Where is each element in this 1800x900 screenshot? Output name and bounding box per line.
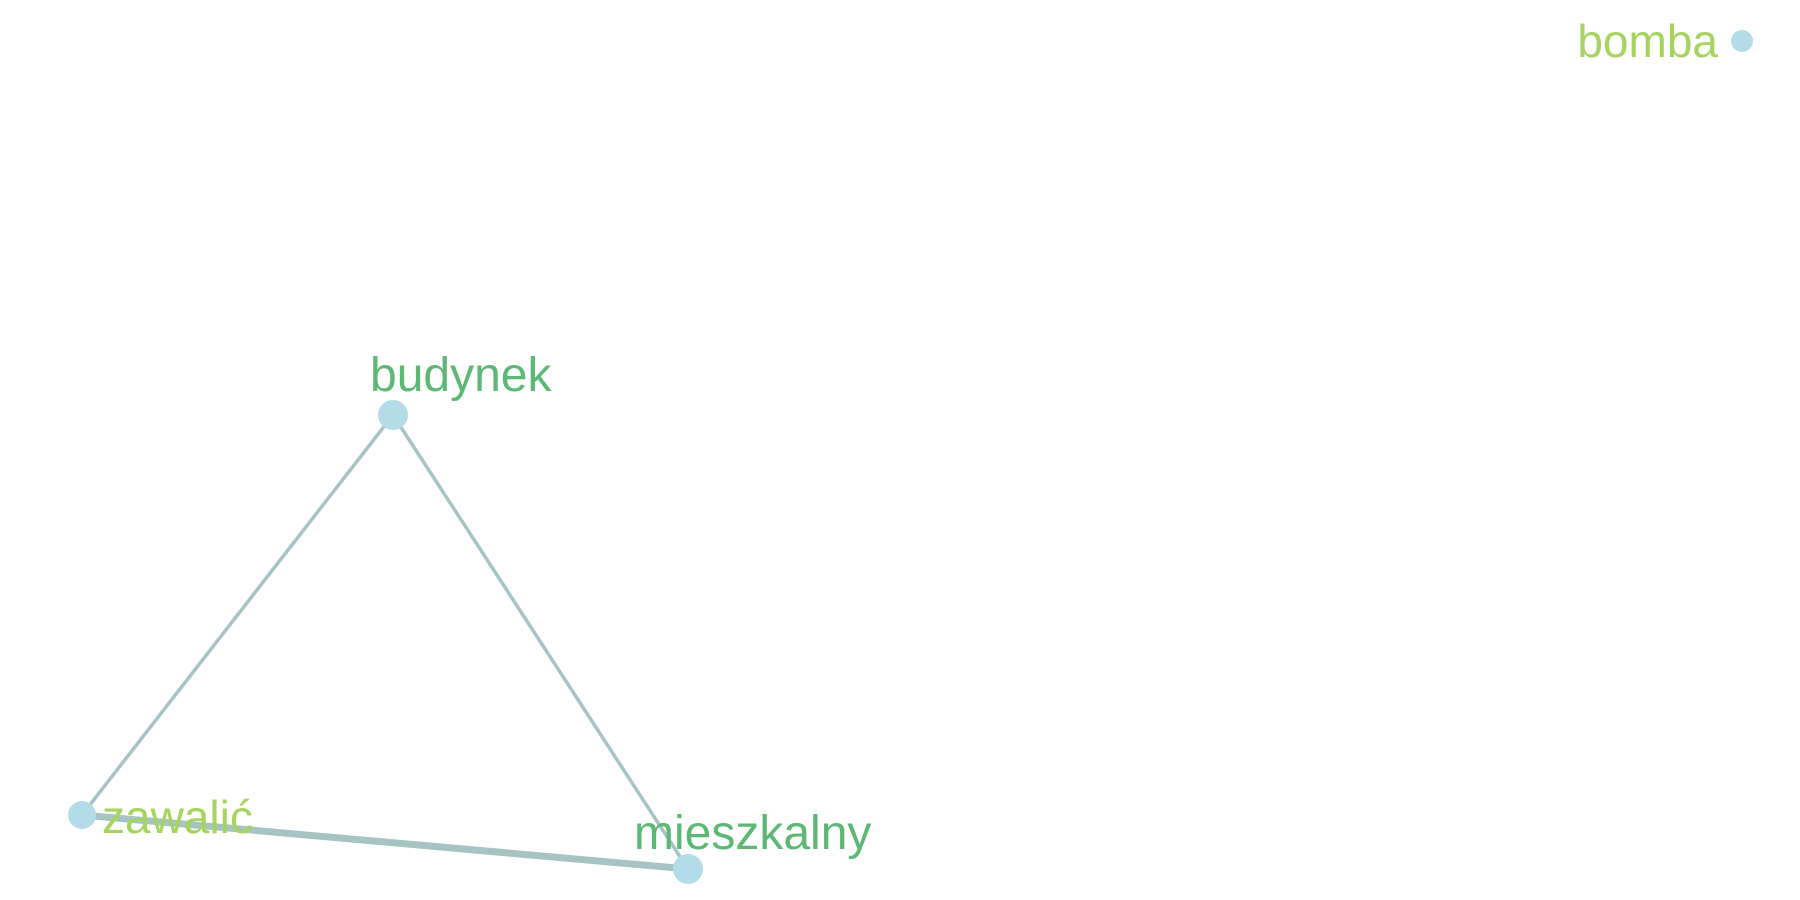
node-mieszkalny	[673, 854, 703, 884]
node-label-zawalic: zawalić	[102, 791, 253, 843]
node-label-mieszkalny: mieszkalny	[634, 807, 871, 860]
edge-budynek-zawalic	[80, 413, 395, 817]
node-label-budynek: budynek	[370, 349, 552, 402]
edge-budynek-mieszkalny	[391, 413, 690, 871]
node-zawalic	[68, 801, 96, 829]
node-budynek	[378, 400, 408, 430]
node-layer	[68, 30, 1753, 884]
node-bomba	[1731, 30, 1753, 52]
edge-layer	[78, 413, 692, 873]
node-label-bomba: bomba	[1577, 15, 1718, 67]
label-layer: budynek zawalić mieszkalny bomba	[102, 15, 1718, 860]
edge-zawalic-mieszkalny	[78, 811, 692, 873]
